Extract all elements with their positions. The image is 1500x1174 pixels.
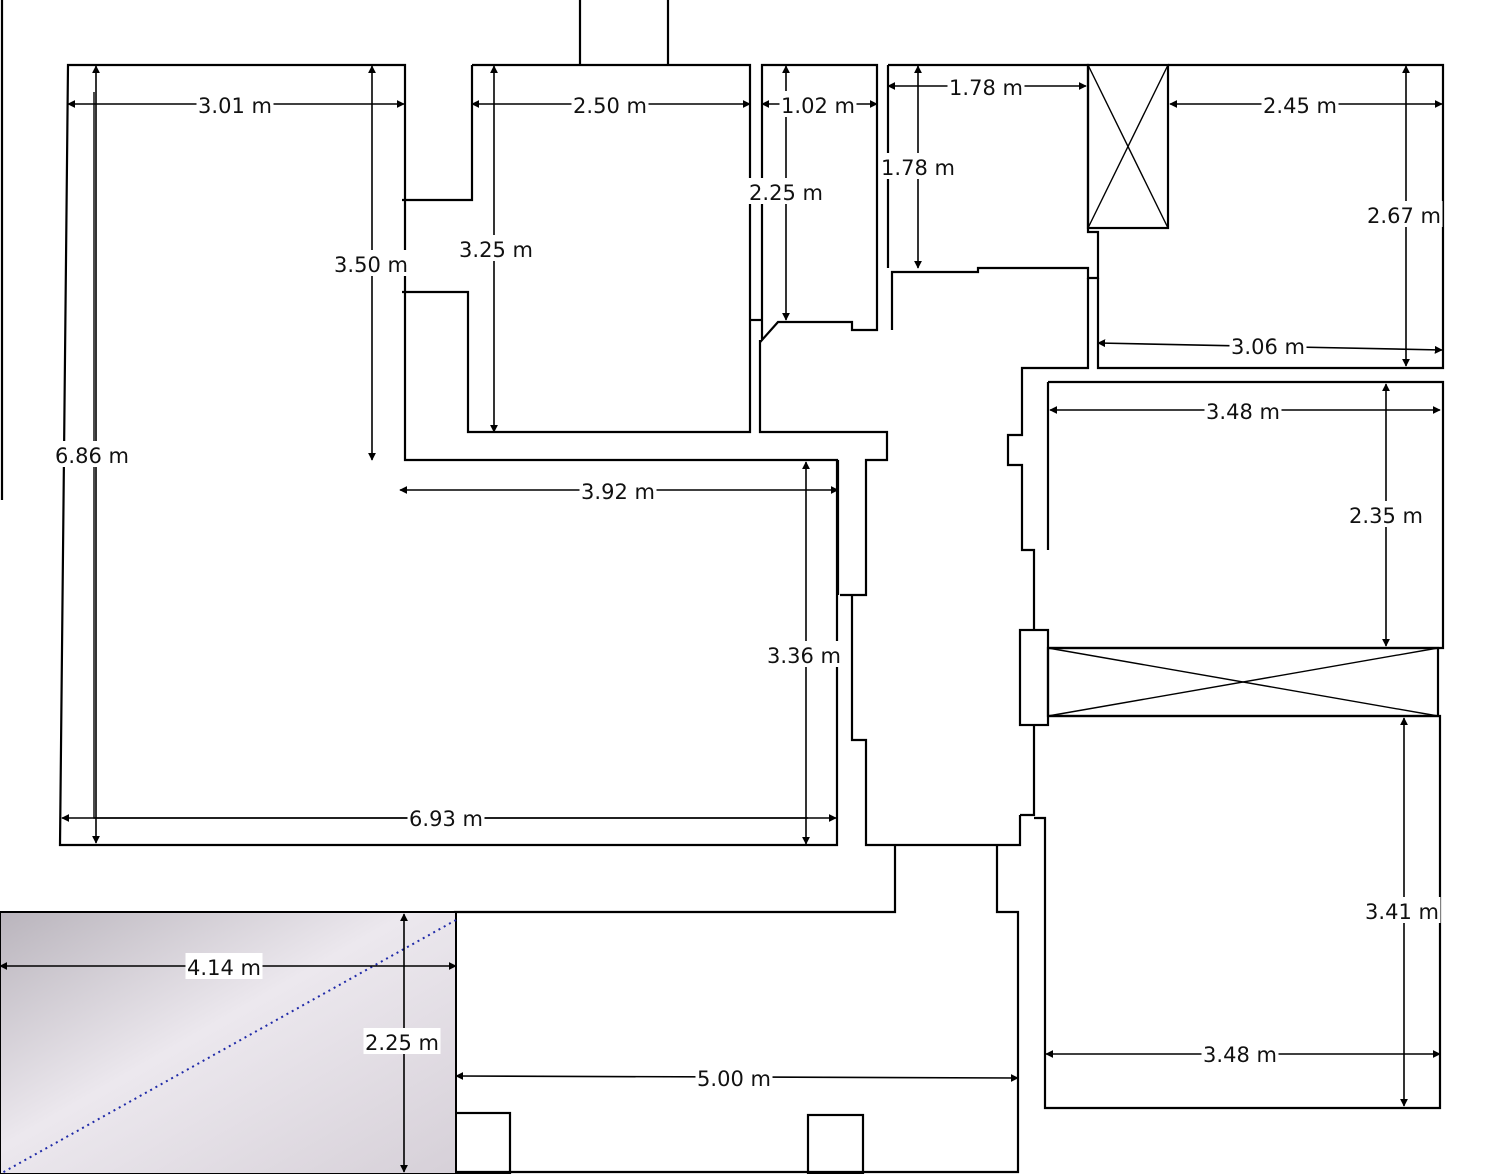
dimension-label-bg [947, 73, 1025, 99]
room-bedroom-top [402, 63, 752, 434]
dimension-label-bg [1347, 501, 1425, 527]
dimension-label: 1.02 m [781, 94, 855, 118]
dimension-label: 6.93 m [409, 807, 483, 831]
dimension-label-bg [185, 953, 263, 979]
dimension-label: 2.45 m [1263, 94, 1337, 118]
dimension-label: 3.01 m [198, 94, 272, 118]
top-chimney [578, 0, 670, 65]
dimension-label-bg [579, 477, 657, 503]
dimension-label-bg [1365, 201, 1443, 227]
dimension-labels: 3.01 m 2.50 m 1.02 m 1.78 m 2.45 m 2.25 m 1.78… [53, 73, 1443, 1091]
dimension-label-bg [1204, 397, 1282, 423]
dimension-label: 3.48 m [1206, 400, 1280, 424]
dimension-label-bg [363, 1028, 441, 1054]
room-right-lower [1034, 714, 1442, 1110]
dimension-label: 3.50 m [334, 253, 408, 277]
dimension-label-bg [1363, 897, 1441, 923]
dimension-label-bg [407, 804, 485, 830]
room-small-square [886, 63, 1100, 330]
dimension-label-bg [779, 91, 857, 117]
dimension-label: 3.36 m [767, 644, 841, 668]
room-closet [750, 63, 879, 343]
room-bottom-hall [453, 845, 1020, 1174]
dimension-label: 3.41 m [1365, 900, 1439, 924]
dimension-label-bg [765, 641, 843, 667]
dimension-label: 2.35 m [1349, 504, 1423, 528]
dimension-label: 3.06 m [1231, 335, 1305, 359]
stair-shaft [1086, 63, 1170, 230]
dimension-label-bg [457, 235, 535, 261]
dimension-label-bg [53, 441, 131, 467]
dimension-label: 2.67 m [1367, 204, 1441, 228]
dimension-label: 3.48 m [1203, 1043, 1277, 1067]
dimension-label-bg [879, 153, 957, 179]
dimension-label: 5.00 m [697, 1067, 771, 1091]
dimension-label-bg [332, 250, 410, 276]
dimension-label-bg [1201, 1040, 1279, 1066]
dimension-label: 2.25 m [365, 1031, 439, 1055]
dimension-label: 1.78 m [881, 156, 955, 180]
dimension-label-bg [695, 1064, 773, 1090]
corridor [758, 278, 1090, 847]
dimension-label: 4.14 m [187, 956, 261, 980]
dimension-label-bg [1261, 91, 1339, 117]
dimension-label: 3.92 m [581, 480, 655, 504]
room-living [58, 63, 839, 847]
dimension-label: 2.25 m [749, 181, 823, 205]
dimension-label-bg [1229, 332, 1307, 358]
dimension-label: 1.78 m [949, 76, 1023, 100]
wardrobe-box [1046, 646, 1440, 718]
room-top-right [1096, 63, 1445, 370]
dimension-label-bg [571, 91, 649, 117]
dimension-label: 3.25 m [459, 238, 533, 262]
dimension-label: 2.50 m [573, 94, 647, 118]
dimension-label-bg [196, 91, 274, 117]
dimension-label: 6.86 m [55, 444, 129, 468]
room-right-upper [1018, 380, 1445, 727]
dimension-label-bg [747, 178, 825, 204]
